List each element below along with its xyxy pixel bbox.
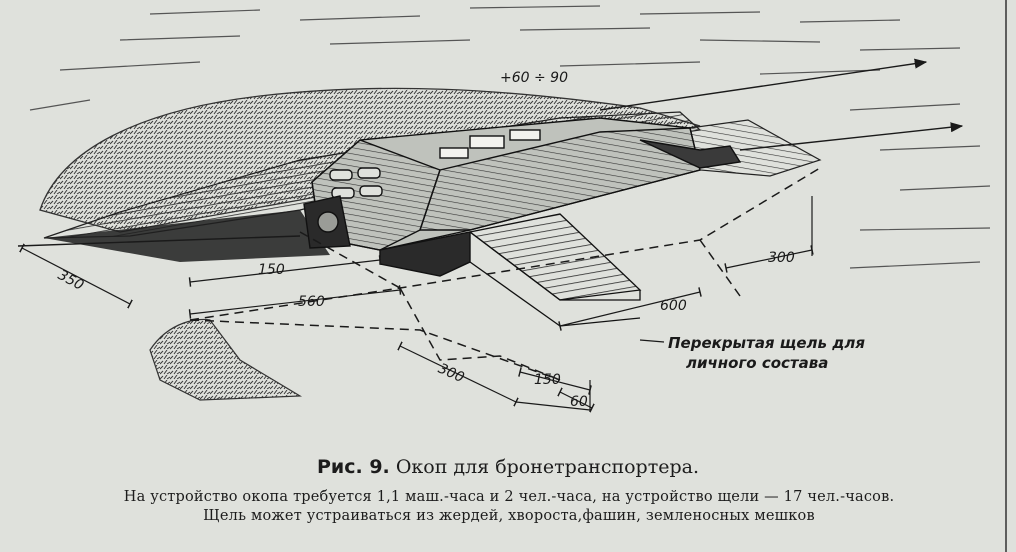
direction-arrow-upper <box>599 58 928 111</box>
caption-note-line2: Щель может устраиваться из жердей, хворо… <box>203 508 815 524</box>
dim-150-top: 150 <box>258 262 285 278</box>
armored-carrier <box>303 117 742 277</box>
covered-slit <box>468 213 642 327</box>
terrain-sketch <box>29 5 991 269</box>
dim-300-bottom: 300 <box>436 361 467 387</box>
slope-label: +60 ÷ 90 <box>500 70 568 86</box>
dim-150-bottom: 150 <box>534 372 561 388</box>
direction-arrow-lower <box>739 122 964 151</box>
dim-350: 350 <box>55 267 86 294</box>
dim-60: 60 <box>570 394 588 410</box>
figure-title: Окоп для бронетранспортера. <box>395 456 700 478</box>
caption-note: На устройство окопа требуется 1,1 маш.-ч… <box>14 488 1004 526</box>
slit-note-line1: Перекрытая щель для <box>668 334 865 352</box>
slit-note-line2: личного состава <box>686 354 828 372</box>
dim-560: 560 <box>298 294 325 310</box>
dim-600: 600 <box>660 298 687 314</box>
dimension-lines <box>19 196 814 413</box>
caption-note-line1: На устройство окопа требуется 1,1 маш.-ч… <box>123 489 895 505</box>
lower-mound <box>149 318 303 401</box>
figure-number: Рис. 9. <box>316 456 390 478</box>
dim-300-right: 300 <box>768 250 795 266</box>
figure-caption: Рис. 9. Окоп для бронетранспортера. <box>0 456 1016 478</box>
